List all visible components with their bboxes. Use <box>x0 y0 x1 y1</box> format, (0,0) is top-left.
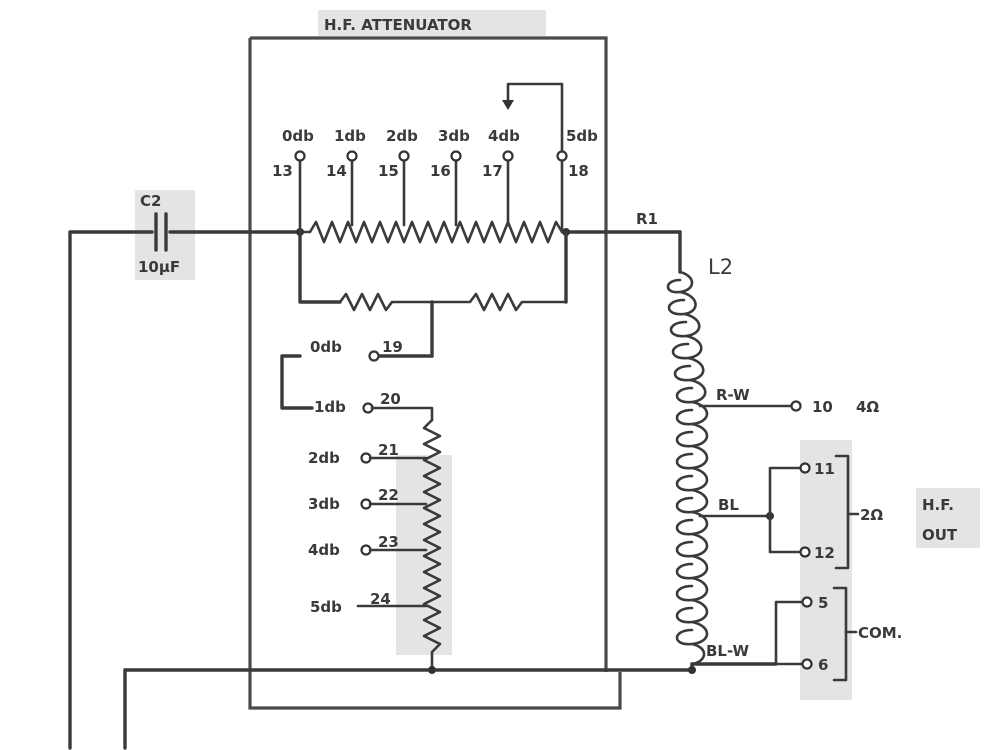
terminal-17 <box>502 150 514 162</box>
terminal-19 <box>368 350 380 362</box>
switch-arrow-icon <box>502 100 514 110</box>
terminal-6 <box>801 658 813 670</box>
terminal-com-label: COM. <box>858 624 902 642</box>
attenuator-box-lower <box>248 38 622 710</box>
switch-link <box>506 82 564 152</box>
wire-to-11 <box>768 466 802 518</box>
lower-resistor-b <box>430 292 568 312</box>
tap-19-num: 19 <box>382 338 403 356</box>
tap-13-num: 13 <box>272 162 293 180</box>
tap-17-num: 17 <box>482 162 503 180</box>
bracket-2ohm <box>834 454 850 570</box>
terminal-11-num: 11 <box>814 460 835 478</box>
c2-name: C2 <box>140 192 161 210</box>
tap-20-db: 1db <box>314 398 346 416</box>
junction-coil-ground <box>688 666 696 674</box>
l2-label: L2 <box>708 255 733 279</box>
terminal-10 <box>790 400 802 412</box>
attenuator-title: H.F. ATTENUATOR <box>324 16 472 34</box>
tap-22-num: 22 <box>378 486 399 504</box>
lower-resistor-a <box>338 292 434 312</box>
terminal-12 <box>799 546 811 558</box>
terminal-14 <box>346 150 358 162</box>
tap-14-db: 1db <box>334 127 366 145</box>
tap-14-num: 14 <box>326 162 347 180</box>
terminal-18 <box>556 150 568 162</box>
terminal-12-num: 12 <box>814 544 835 562</box>
terminal-13 <box>294 150 306 162</box>
wire-20 <box>370 406 434 422</box>
wire-to-5 <box>774 600 804 666</box>
tap-22-db: 3db <box>308 495 340 513</box>
tap-24-num: 24 <box>370 590 391 608</box>
tap-bl-label: BL <box>718 496 739 514</box>
tap-24-db: 5db <box>310 598 342 616</box>
attenuator-box <box>250 36 608 672</box>
tap-20-num: 20 <box>380 390 401 408</box>
terminal-16 <box>450 150 462 162</box>
link-0db-1db <box>280 354 314 410</box>
lower-branch-left <box>298 230 342 304</box>
switch-block-highlight <box>800 440 852 700</box>
tap-blw-label: BL-W <box>706 642 750 660</box>
top-resistor-chain <box>298 220 568 244</box>
tap-18-db: 5db <box>566 127 598 145</box>
tap-16-db: 3db <box>438 127 470 145</box>
terminal-11 <box>799 462 811 474</box>
junction-ground <box>428 666 436 674</box>
terminal-10-imp: 4Ω <box>856 398 879 416</box>
terminal-5 <box>801 596 813 608</box>
tap-16-num: 16 <box>430 162 451 180</box>
output-line2: OUT <box>922 526 958 544</box>
tap-19-db: 0db <box>310 338 342 356</box>
tap-17-db: 4db <box>488 127 520 145</box>
tap-21-db: 2db <box>308 449 340 467</box>
tap-13-db: 0db <box>282 127 314 145</box>
c2-value: 10µF <box>138 258 180 276</box>
output-line1: H.F. <box>922 496 954 514</box>
terminal-10-num: 10 <box>812 398 833 416</box>
tap-15-num: 15 <box>378 162 399 180</box>
title-highlight <box>318 10 546 36</box>
r1-label: R1 <box>636 210 658 228</box>
l2-coil <box>666 270 709 666</box>
tap-18-num: 18 <box>568 162 589 180</box>
wire-to-12 <box>768 514 802 554</box>
bracket-com <box>832 586 848 682</box>
terminal-15 <box>398 150 410 162</box>
output-highlight <box>916 488 980 548</box>
tap-15-db: 2db <box>386 127 418 145</box>
tap-rw-label: R-W <box>716 386 750 404</box>
terminal-2ohm-imp: 2Ω <box>860 506 883 524</box>
terminal-5-num: 5 <box>818 594 828 612</box>
tap-21-num: 21 <box>378 441 399 459</box>
terminal-6-num: 6 <box>818 656 828 674</box>
tap-23-num: 23 <box>378 533 399 551</box>
input-wire-left <box>68 230 154 750</box>
tap-23-db: 4db <box>308 541 340 559</box>
lower-vertical-resistor <box>422 418 442 672</box>
